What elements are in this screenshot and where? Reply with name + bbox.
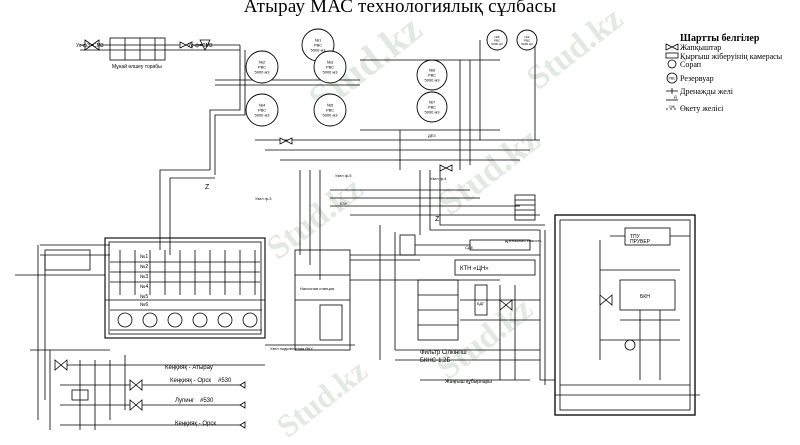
drain-label: Жаңғыш құбырлары [445,379,492,385]
bkn-label: БКН [640,294,650,300]
tank-id-label: №8 [495,35,500,39]
tank-vol-label: 5000 м3 [323,69,339,74]
legend-item: Өкету желісі [680,104,724,113]
legend-item: Дренажды желі [680,87,733,96]
tank-shape [245,93,279,127]
tank-shape [486,29,508,51]
tank-shape [313,50,347,84]
bdg-label: БДГ [477,301,485,306]
tank-shape [416,59,448,91]
legend-tank-symbol-label: РВС [669,77,677,81]
legend-suction-symbol-label: ОЖ [669,105,676,109]
tank-id-label: №5 [327,103,334,108]
tank-id-label: №9 [525,35,530,39]
tank-shape [516,29,538,51]
tank-vol-label: 5000 м3 [255,69,271,74]
tank-id-label: №7 [429,100,436,105]
row-label: №2 [140,264,148,270]
tank-vol-label: 5000 м3 [491,42,503,46]
tank-type-label: РВС [428,105,436,110]
legend-title: Шартты белгілер [680,33,760,44]
tpu-label: ТПУ [630,234,641,240]
tank-vol-label: 5000 м3 [425,77,441,82]
sub-label-h: ДЕЗ [428,133,436,138]
pipeline-label: Кеңқияқ - Орск [175,421,216,427]
tank-id-label: №3 [327,60,334,65]
bkns-label: БКНС-1,2Б [420,358,450,364]
inlet-right-label: Ус-ф=СМ3 [188,43,213,49]
sub-label-c: Узел ф-5 [335,173,352,178]
inlet-left-label: Ус-фЗ=СМ3 [76,43,104,49]
legend-drain-symbol-label: Д [674,94,677,99]
tank-type-label: РВС [314,43,322,48]
marker-z: Z [205,184,210,191]
sub-label-d: КЗУ [340,201,348,206]
marker-z: Z [435,216,440,223]
row-label: №5 [140,294,148,300]
row-label: №3 [140,274,148,280]
tank-type-label: РВС [524,39,531,43]
filter-label: Фильтр Сілкінгіш [420,350,467,356]
row-label: №4 [140,284,148,290]
tank-vol-label: 5000 м3 [311,47,327,52]
sub-label-a: Узел ф-3 [255,196,272,201]
pipeline-dn-label: #530 [218,378,232,384]
tank-shape [416,91,448,123]
row-label: №6 [140,302,148,308]
sub-label-e: СДЕ [465,245,474,250]
tank-vol-label: 5000 м3 [255,112,271,117]
page-title: Атырау МАС технологиялық сұлбасы [243,0,557,17]
pipeline-dn-label: #530 [200,398,214,404]
tank-vol-label: 5000 м3 [425,109,441,114]
tank-type-label: РВС [428,73,436,78]
pipeline-label: Лупинг [175,398,195,404]
pipeline-label: Кеңқияқ - Атырау [165,365,213,371]
tank-id-label: №2 [259,60,266,65]
sub-label-f: дренажная емкость [505,238,542,243]
meter-station-label: Мұнай өлшеу торабы [112,63,162,70]
tank-id-label: №4 [259,103,266,108]
legend-item: Сорап [680,60,702,69]
legend-item: Жапқыштар [680,43,722,52]
legend-item: Қырғыш жіберуінің камерасы [680,52,783,61]
tank-id-label: №1 [315,38,322,43]
tank-vol-label: 5000 м3 [323,112,339,117]
tank-type-label: РВС [258,108,266,113]
sub-label-g: Узел подключения ВКУ [270,346,313,351]
tank-type-label: РВС [326,108,334,113]
tank-shape [313,93,347,127]
tank-vol-label: 5000 м3 [521,42,533,46]
ktn-label: КТН «ЦН» [460,266,489,272]
prover-label: ПРУВЕР [630,239,651,245]
tank-id-label: №6 [429,68,436,73]
tank-type-label: РВС [258,65,266,70]
sub-label-b: Узел ф-4 [430,176,447,181]
legend-item: Резервуар [680,74,714,83]
pumps-label: Насосная станция [300,286,334,291]
row-label: №1 [140,254,148,260]
pipeline-label: Кеңқияқ - Орск [170,378,211,384]
tank-type-label: РВС [494,39,501,43]
tank-type-label: РВС [326,65,334,70]
tank-shape [245,50,279,84]
